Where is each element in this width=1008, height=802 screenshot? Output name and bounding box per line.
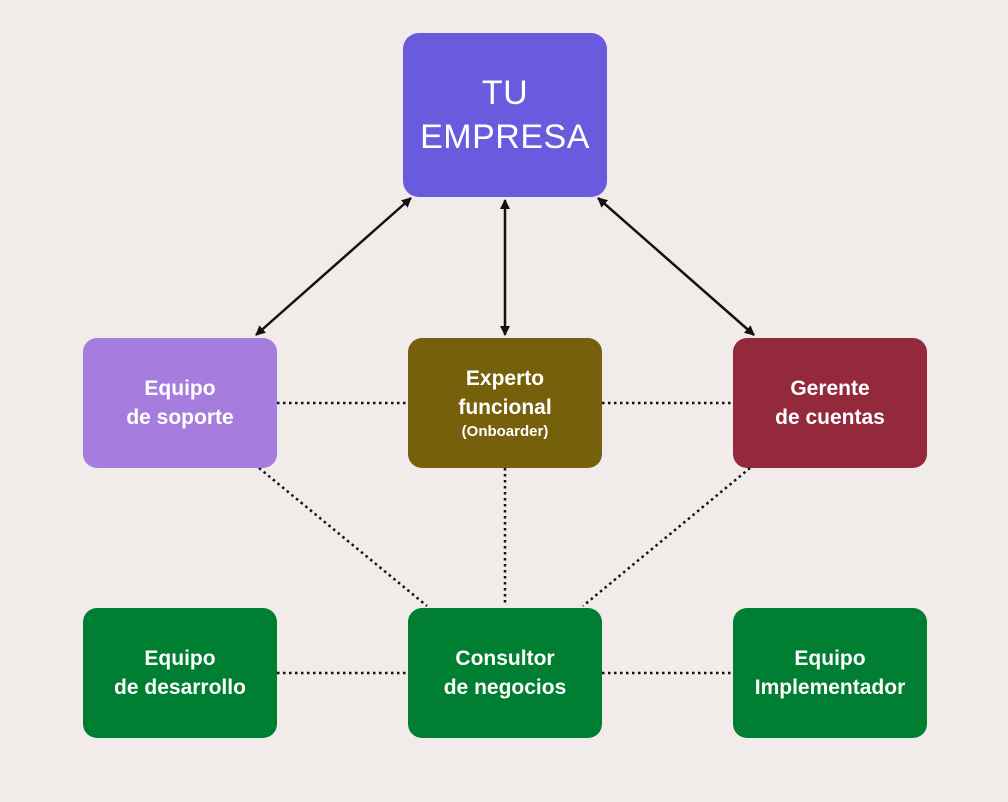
node-label-line2: de negocios (443, 676, 567, 699)
node-label-line1: Gerente (790, 377, 870, 400)
node-label-line2: de soporte (126, 406, 234, 429)
node-label-line1: Equipo (144, 647, 216, 670)
node-equipo-de-desarrollo: Equipo de desarrollo (83, 608, 277, 738)
node-consultor-de-negocios: Consultor de negocios (408, 608, 602, 738)
node-label-line2: Implementador (754, 676, 906, 699)
node-equipo-de-soporte: Equipo de soporte (83, 338, 277, 468)
node-label-line1: Equipo (794, 647, 866, 670)
node-label-line2: funcional (458, 396, 552, 419)
arrow-empresa-gerente (597, 197, 755, 336)
node-label-line2: de desarrollo (114, 676, 246, 699)
node-label-line3: (Onboarder) (461, 423, 549, 440)
node-label-line1: Consultor (455, 647, 555, 670)
node-label-line2: EMPRESA (420, 118, 590, 156)
node-tu-empresa: TU EMPRESA (403, 33, 607, 197)
dotted-soporte-consultor (258, 467, 428, 607)
node-label-line1: Equipo (144, 377, 216, 400)
node-label-line1: Experto (465, 367, 545, 390)
node-label-line1: TU (481, 74, 529, 112)
node-gerente-de-cuentas: Gerente de cuentas (733, 338, 927, 468)
node-experto-funcional: Experto funcional (Onboarder) (408, 338, 602, 468)
arrow-empresa-soporte (255, 197, 412, 336)
dotted-gerente-consultor (582, 467, 751, 607)
node-equipo-implementador: Equipo Implementador (733, 608, 927, 738)
node-label-line2: de cuentas (775, 406, 885, 429)
